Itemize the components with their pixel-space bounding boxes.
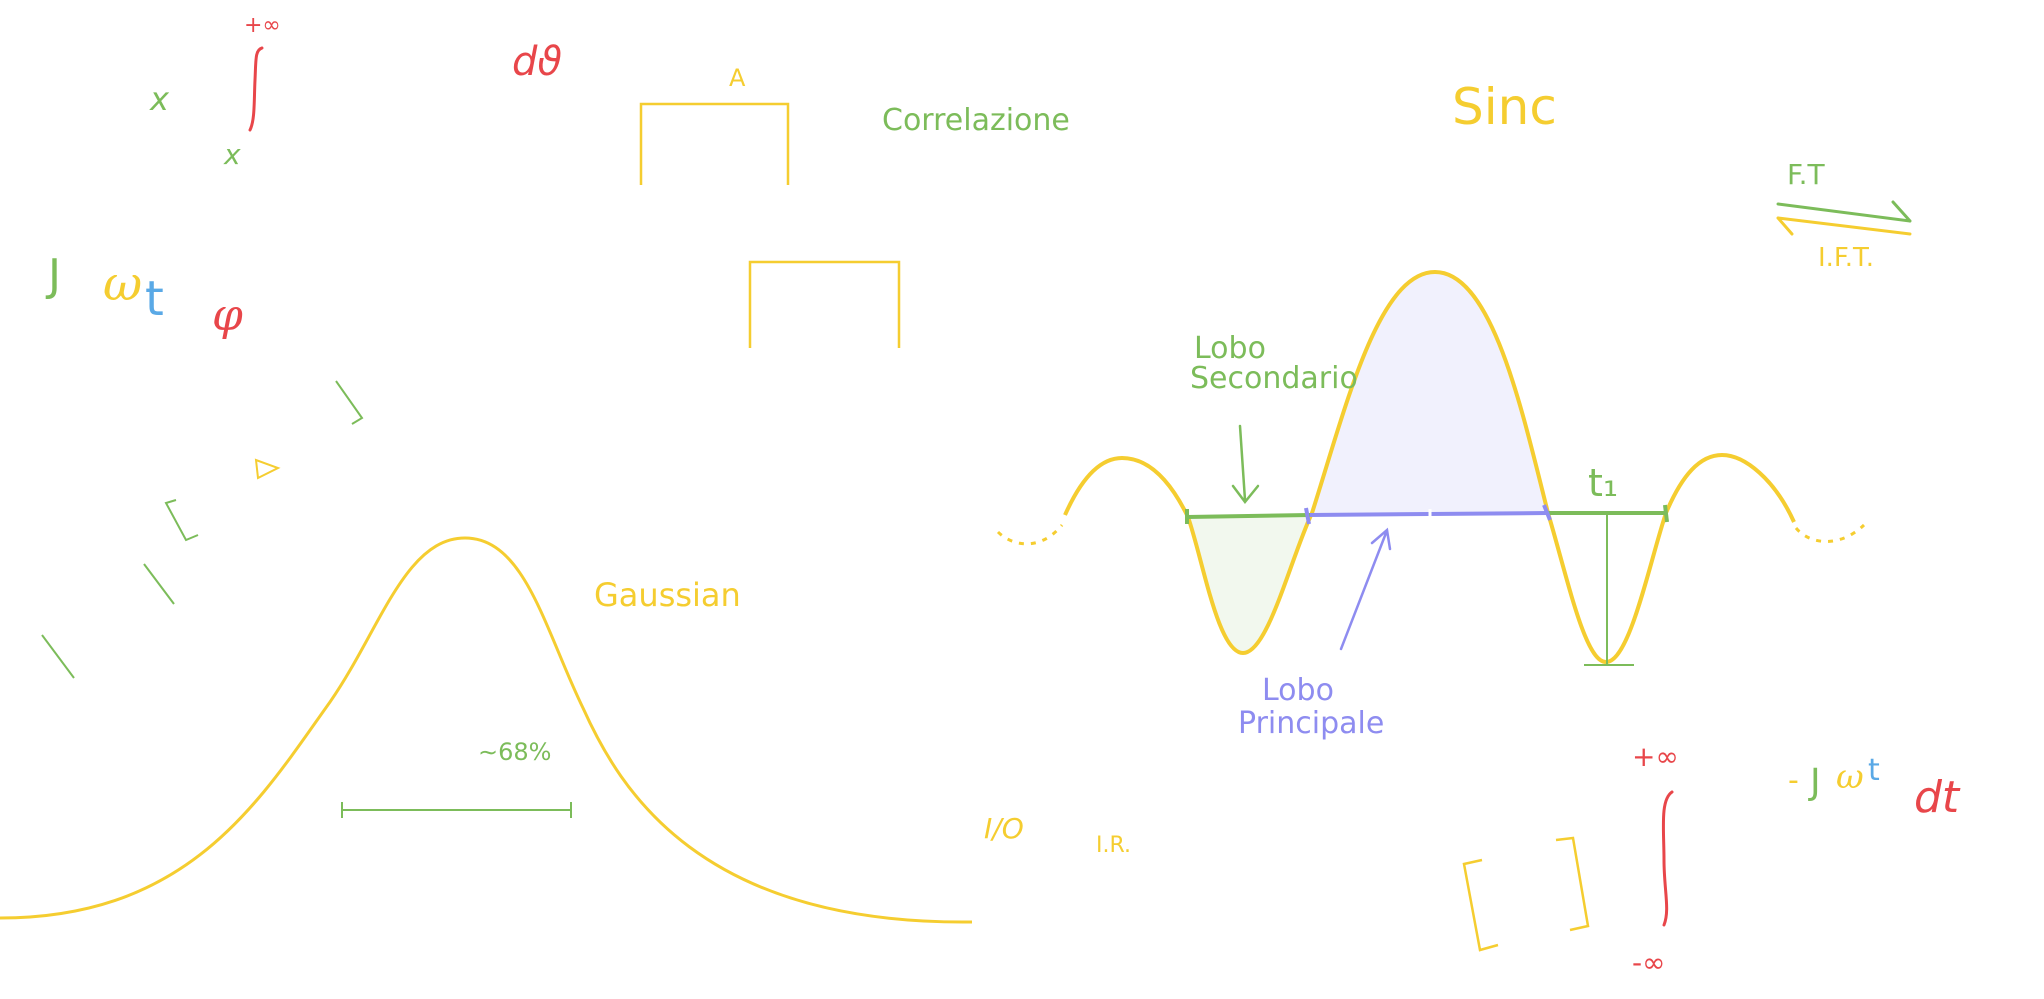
sinc-tail-right — [1794, 523, 1866, 543]
exponent-omega: ω — [1836, 757, 1864, 797]
gaussian-curve-group: Gaussian ∼68% — [0, 536, 973, 924]
main-lobe-fill — [1312, 272, 1548, 513]
bottom-differential-dt: dt — [1914, 772, 1961, 823]
lobo-principale-annotation: Lobo Principale — [1238, 527, 1392, 741]
omega-symbol: ω — [103, 256, 142, 312]
exponent-minus: - — [1788, 763, 1799, 798]
correlation-label: Correlazione — [882, 103, 1070, 138]
t1-marker: t₁ — [1584, 461, 1634, 666]
baseline-tick-marks — [1185, 504, 1669, 525]
bracket-stroke-1 — [335, 380, 364, 425]
io-label: I/O — [984, 812, 1024, 845]
bottom-integral-formula: +∞ -∞ - J ω t dt — [1462, 740, 1961, 979]
lobo-principale-line-2: Principale — [1238, 706, 1384, 741]
lobo-secondario-annotation: Lobo Secondario — [1190, 331, 1358, 505]
lobo-secondario-arrow-icon — [1231, 424, 1260, 505]
lobo-secondario-line-1: Lobo — [1194, 331, 1266, 366]
gaussian-width-marker — [341, 802, 572, 818]
t1-label: t₁ — [1588, 461, 1618, 505]
ir-label: I.R. — [1096, 833, 1131, 858]
gaussian-label: Gaussian — [594, 576, 741, 614]
gaussian-curve — [0, 536, 973, 924]
top-left-integral-formula: x +∞ x dϑ — [149, 13, 562, 171]
exponent-j: J — [1808, 762, 1821, 803]
bottom-exponent: - J ω t — [1788, 753, 1880, 803]
gaussian-percentage: ∼68% — [478, 738, 551, 766]
formula-variable-x: x — [149, 80, 170, 118]
ift-label: I.F.T. — [1818, 243, 1874, 273]
square-bracket-left-icon — [1462, 858, 1499, 952]
triangle-icon — [254, 458, 281, 480]
j-symbol: J — [45, 250, 61, 301]
sinc-tail-left — [996, 524, 1064, 546]
sinc-title: Sinc — [1452, 78, 1557, 136]
rect-pulse-amplitude-label: A — [729, 64, 746, 92]
sinc-diagram: t₁ Lobo Secondario Lobo Principale — [996, 269, 1866, 741]
lobo-principale-line-1: Lobo — [1262, 673, 1334, 708]
bottom-integral-sign-icon — [1661, 790, 1674, 927]
fourier-transform-arrows: F.T I.F.T. — [1776, 158, 1912, 273]
lobo-principale-arrow-icon — [1339, 527, 1392, 651]
bottom-integral-upper-limit: +∞ — [1632, 740, 1679, 773]
rect-pulse-shape-1 — [639, 102, 790, 185]
slash-stroke-2 — [41, 634, 75, 679]
lobo-secondario-line-2: Secondario — [1190, 361, 1358, 396]
integral-sign-icon — [248, 46, 264, 132]
scattered-strokes — [41, 380, 364, 679]
ift-arrow-icon — [1776, 216, 1912, 236]
t-symbol: t — [145, 271, 164, 327]
j-omega-t-phi: J ω t φ — [45, 250, 243, 341]
exponent-t: t — [1868, 753, 1880, 788]
ft-arrow-icon — [1776, 200, 1912, 223]
differential-d-theta: dϑ — [512, 39, 562, 85]
baseline-left — [1186, 513, 1311, 519]
rect-pulse-a: A — [639, 64, 790, 185]
integral-upper-limit: +∞ — [244, 13, 281, 38]
slash-stroke-1 — [143, 563, 175, 605]
rect-pulse-shape-2 — [748, 260, 901, 348]
bracket-stroke-2 — [164, 499, 199, 542]
phi-symbol: φ — [212, 290, 243, 341]
square-bracket-right-icon — [1555, 836, 1590, 932]
ft-label: F.T — [1787, 158, 1826, 191]
bottom-integral-lower-limit: -∞ — [1632, 946, 1665, 979]
integral-lower-limit: x — [223, 138, 241, 171]
